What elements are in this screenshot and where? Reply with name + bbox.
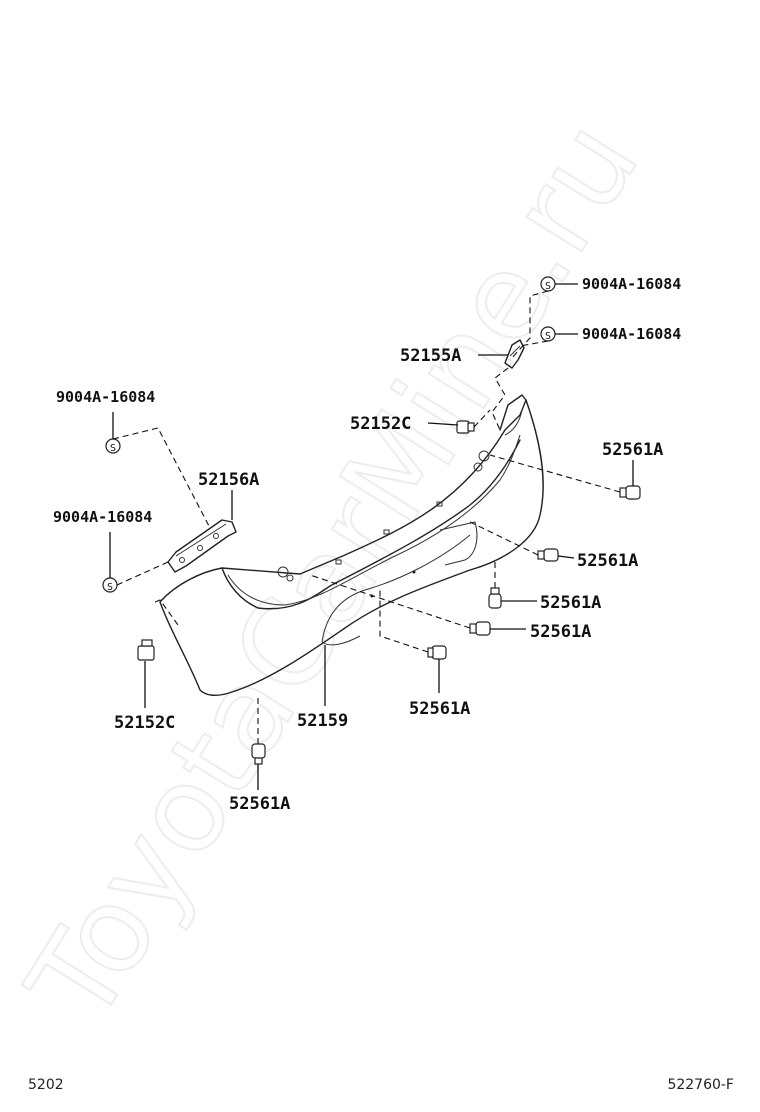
svg-text:S: S bbox=[545, 281, 551, 292]
clip-b1 bbox=[427, 645, 447, 660]
clip-52152c-top bbox=[456, 420, 475, 434]
screw-left1-icon: S bbox=[105, 438, 121, 454]
bracket-right-shape bbox=[504, 339, 525, 369]
footer-right: 522760-F bbox=[667, 1077, 734, 1093]
label-clip-b2: 52561A bbox=[229, 794, 290, 814]
label-clip-top: 52152C bbox=[350, 414, 411, 434]
label-bumper-cover: 52159 bbox=[297, 711, 348, 731]
label-clip-r2: 52561A bbox=[577, 551, 638, 571]
clip-r2 bbox=[537, 548, 559, 562]
label-bracket-right: 52155A bbox=[400, 346, 461, 366]
svg-text:S: S bbox=[107, 582, 113, 593]
label-screw-left1: 9004A-16084 bbox=[56, 388, 155, 406]
label-clip-b1: 52561A bbox=[409, 699, 470, 719]
label-screw-top1: 9004A-16084 bbox=[582, 275, 681, 293]
assembly-dash-lines bbox=[112, 290, 621, 744]
label-bracket-left: 52156A bbox=[198, 470, 259, 490]
label-screw-top2: 9004A-16084 bbox=[582, 325, 681, 343]
label-clip-r4: 52561A bbox=[530, 622, 591, 642]
screw-top2-icon: S bbox=[540, 326, 556, 342]
label-clip-r1: 52561A bbox=[602, 440, 663, 460]
svg-text:S: S bbox=[545, 331, 551, 342]
clip-r3 bbox=[488, 587, 502, 609]
bumper-cover-shape bbox=[159, 394, 544, 697]
screw-top1-icon: S bbox=[540, 276, 556, 292]
footer-left: 5202 bbox=[28, 1077, 64, 1093]
screw-left2-icon: S bbox=[102, 577, 118, 593]
label-clip-r3: 52561A bbox=[540, 593, 601, 613]
leader-lines bbox=[109, 283, 634, 790]
clip-52152c-left bbox=[137, 639, 155, 661]
clip-r1 bbox=[619, 485, 641, 500]
part-labels: 9004A-16084 9004A-16084 52155A 52152C 90… bbox=[53, 275, 681, 814]
watermark: ToyotaCarMine.ru bbox=[0, 97, 666, 1047]
label-screw-left2: 9004A-16084 bbox=[53, 508, 152, 526]
svg-text:S: S bbox=[110, 443, 116, 454]
watermark-text: ToyotaCarMine.ru bbox=[1, 98, 665, 1046]
clip-b2 bbox=[251, 743, 266, 765]
clip-r4 bbox=[469, 621, 491, 636]
bracket-left-shape bbox=[167, 519, 237, 573]
label-clip-left: 52152C bbox=[114, 713, 175, 733]
